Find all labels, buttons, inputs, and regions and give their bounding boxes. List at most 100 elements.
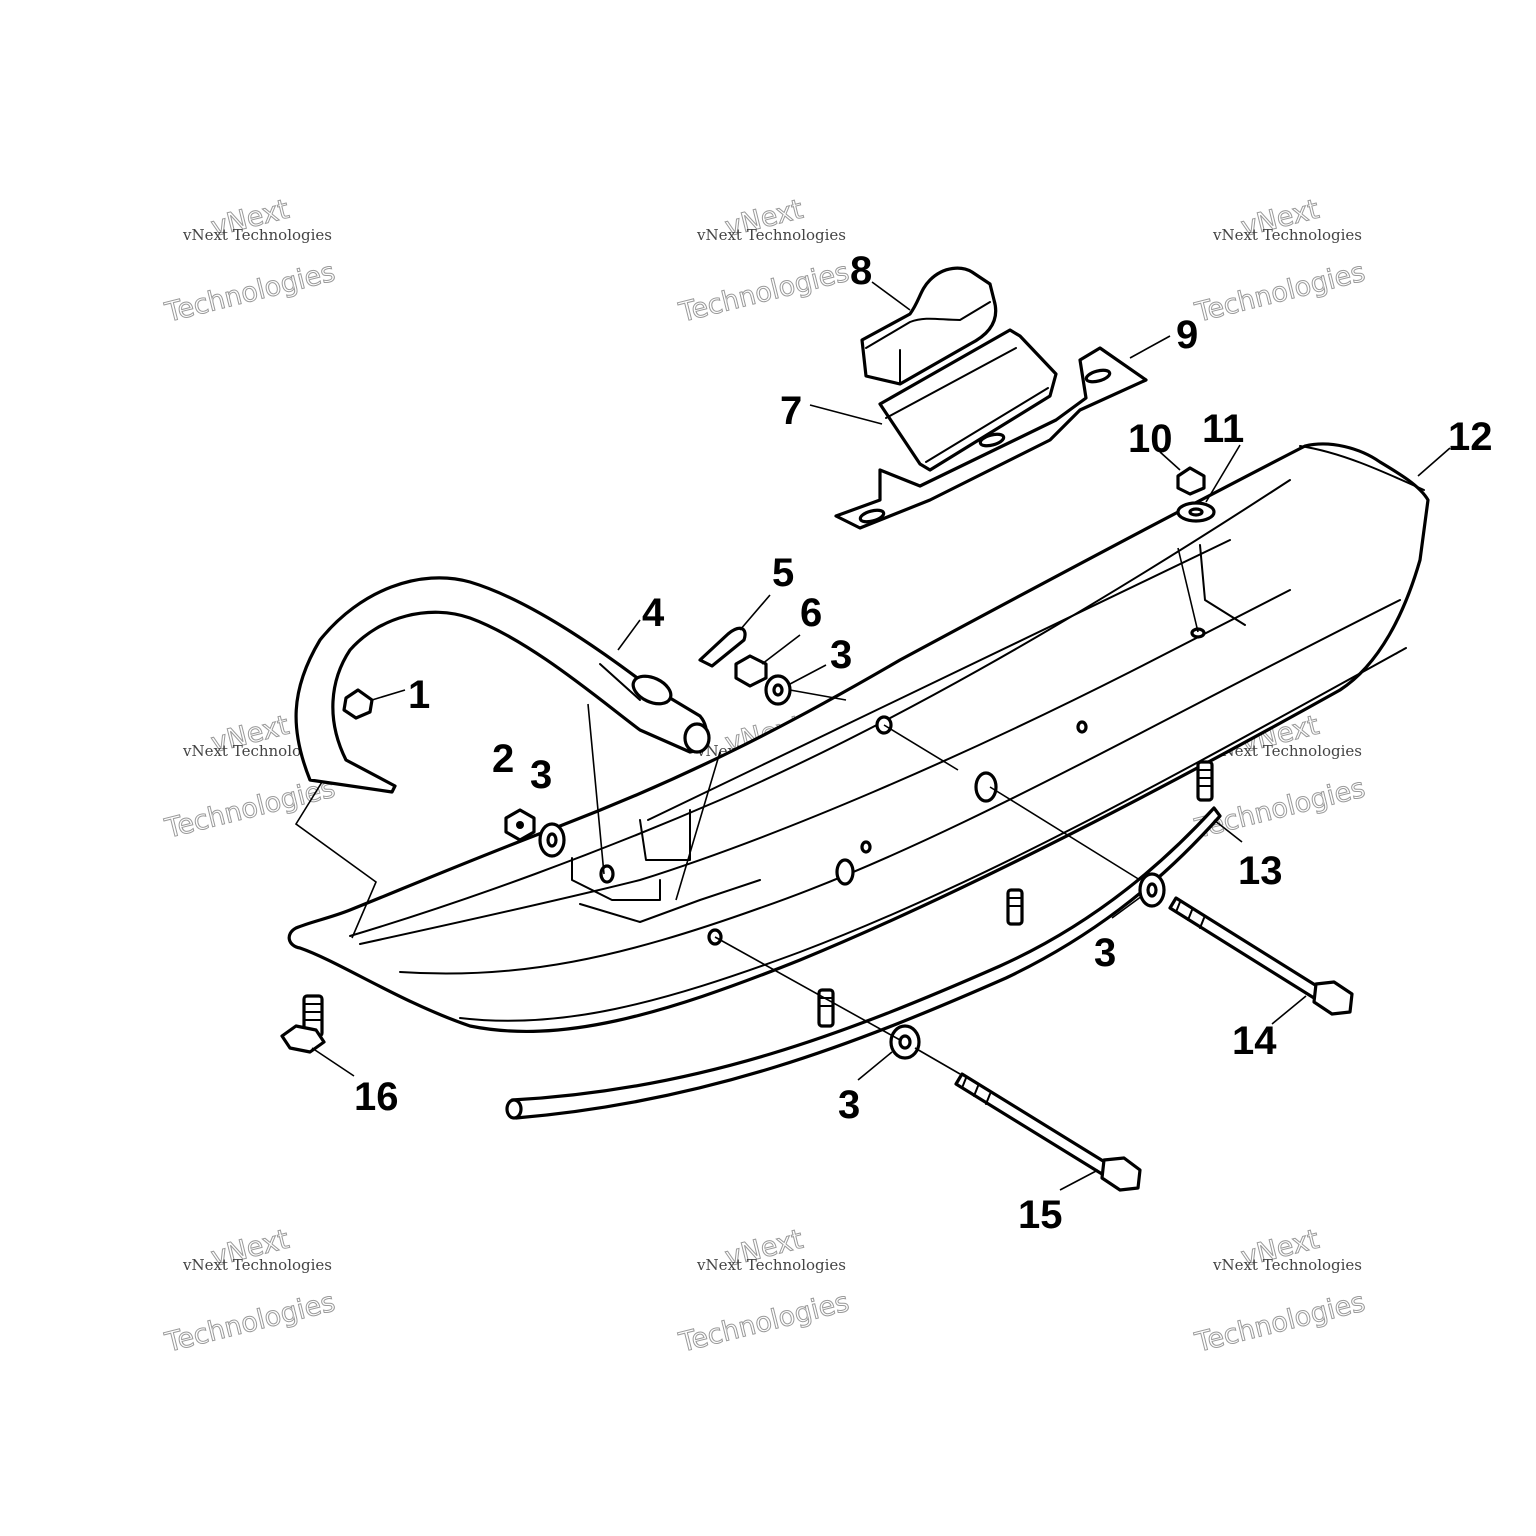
- assembly-line: [714, 936, 961, 1075]
- callout-3-top: 3: [830, 633, 852, 677]
- watermark-brand-text: vNext Technologies: [696, 226, 846, 244]
- cushion-edge: [865, 301, 991, 385]
- ski-saddle-floor: [579, 879, 761, 923]
- stud-thread: [818, 769, 1213, 1007]
- ski-hull-outline: [287, 442, 1430, 1034]
- watermark-brand-text: vNext Technologies: [182, 742, 332, 760]
- assembly-line: [294, 781, 377, 939]
- watermark-brand-text: vNext Technologies: [182, 1256, 332, 1274]
- watermark-bottom-left: vNext vNext Technologies Technologies: [161, 1223, 339, 1359]
- assembly-line: [587, 703, 605, 875]
- assembly-line: [883, 724, 1141, 881]
- watermark-technologies-text: Technologies: [161, 1287, 338, 1359]
- ski-hole: [835, 858, 855, 886]
- leader-8: [871, 281, 911, 311]
- saddle-channel: [878, 328, 1058, 472]
- leader-15: [1059, 1169, 1099, 1191]
- watermark-technologies-text: Technologies: [161, 257, 338, 329]
- washer-hole: [1146, 882, 1158, 898]
- callout-10: 10: [1128, 417, 1173, 461]
- callout-7: 7: [780, 389, 802, 433]
- watermark-brand-text: vNext Technologies: [1212, 1256, 1362, 1274]
- callout-4: 4: [642, 591, 665, 635]
- wear-bar-stud: [1196, 760, 1214, 802]
- leader-6: [761, 634, 801, 665]
- ski-hole: [974, 771, 998, 803]
- ski-loop-end-opening: [683, 722, 711, 754]
- watermark-technologies-text: Technologies: [1191, 1287, 1368, 1359]
- leader-lines: [294, 281, 1451, 1191]
- assembly-line: [1177, 547, 1199, 633]
- ski-bottom-edge: [459, 647, 1407, 1022]
- washer-hole: [546, 832, 558, 848]
- ski-saddle-wall: [571, 809, 691, 901]
- watermark-technologies-text: Technologies: [1191, 257, 1368, 329]
- leader-5: [739, 594, 771, 631]
- callout-3-right: 3: [1094, 931, 1116, 975]
- leader-3b: [789, 664, 847, 701]
- leader-3c: [1111, 895, 1143, 919]
- watermark-bottom-right: vNext vNext Technologies Technologies: [1191, 1223, 1369, 1359]
- callout-3-bottom: 3: [838, 1083, 860, 1127]
- castle-nut: [734, 654, 768, 688]
- watermark-technologies-text: Technologies: [1191, 773, 1368, 845]
- watermark-brand-text: vNext Technologies: [1212, 742, 1362, 760]
- callout-11: 11: [1202, 407, 1244, 451]
- plate-slot: [858, 508, 886, 524]
- ski-inner-plate: [647, 539, 1246, 821]
- watermark-top-right: vNext vNext Technologies Technologies: [1191, 193, 1369, 329]
- washer-hole: [772, 683, 784, 697]
- callout-8: 8: [850, 249, 872, 293]
- ski-hole: [860, 840, 872, 854]
- hardware: [280, 466, 1354, 1192]
- ski-hole: [1076, 720, 1088, 734]
- callout-13: 13: [1238, 849, 1283, 893]
- watermark-technologies-text: Technologies: [161, 773, 338, 845]
- bolt-thread: [303, 901, 1205, 1105]
- callout-2: 2: [492, 737, 514, 781]
- callout-15: 15: [1018, 1193, 1063, 1237]
- cotter-pin: [698, 626, 747, 668]
- callout-5: 5: [772, 551, 794, 595]
- ski-top-rail: [349, 479, 1291, 937]
- leader-1: [371, 689, 406, 701]
- ski-body: [287, 442, 1430, 1034]
- washer-hole: [1188, 507, 1204, 517]
- saddle-assembly: [834, 266, 1148, 530]
- leader-7: [809, 404, 883, 425]
- callout-6: 6: [800, 591, 822, 635]
- leader-12: [1417, 447, 1451, 477]
- leader-3d: [857, 1051, 893, 1081]
- leader-14: [1271, 995, 1307, 1025]
- bolt-14-head: [1312, 980, 1354, 1016]
- leader-10: [1159, 451, 1181, 471]
- watermark-brand-text: vNext Technologies: [182, 226, 332, 244]
- wear-bar-rod: [510, 806, 1222, 1120]
- clip-nut: [342, 688, 374, 720]
- callout-9: 9: [1176, 313, 1198, 357]
- watermark-top-center: vNext vNext Technologies Technologies: [675, 193, 853, 329]
- watermark-top-left: vNext vNext Technologies Technologies: [161, 193, 339, 329]
- bolt-15-head: [1100, 1156, 1142, 1192]
- callout-12: 12: [1448, 415, 1493, 459]
- saddle-base-plate: [834, 346, 1148, 530]
- nut-hole: [516, 821, 524, 829]
- watermark-brand-text: vNext Technologies: [696, 1256, 846, 1274]
- bolt-14-shank: [1168, 896, 1322, 1000]
- assembly-line: [675, 751, 721, 901]
- leader-4: [617, 619, 641, 651]
- callout-labels: 1 2 3 3 3 3 4 5 6 7 8 9 10 11 12 13 14 1…: [354, 249, 1493, 1237]
- washer-hole: [898, 1034, 912, 1050]
- channel-inner: [885, 347, 1049, 463]
- callout-14: 14: [1232, 1019, 1277, 1063]
- bolt-15-shank: [954, 1072, 1110, 1176]
- ski-loop: [294, 576, 711, 794]
- wear-bar-end: [505, 1098, 523, 1120]
- callout-1: 1: [408, 673, 430, 717]
- hex-nut-10: [1176, 466, 1206, 496]
- leader-9: [1129, 335, 1171, 359]
- watermark-technologies-text: Technologies: [675, 257, 852, 329]
- plate-slot: [1084, 368, 1112, 384]
- leader-16: [311, 1047, 355, 1077]
